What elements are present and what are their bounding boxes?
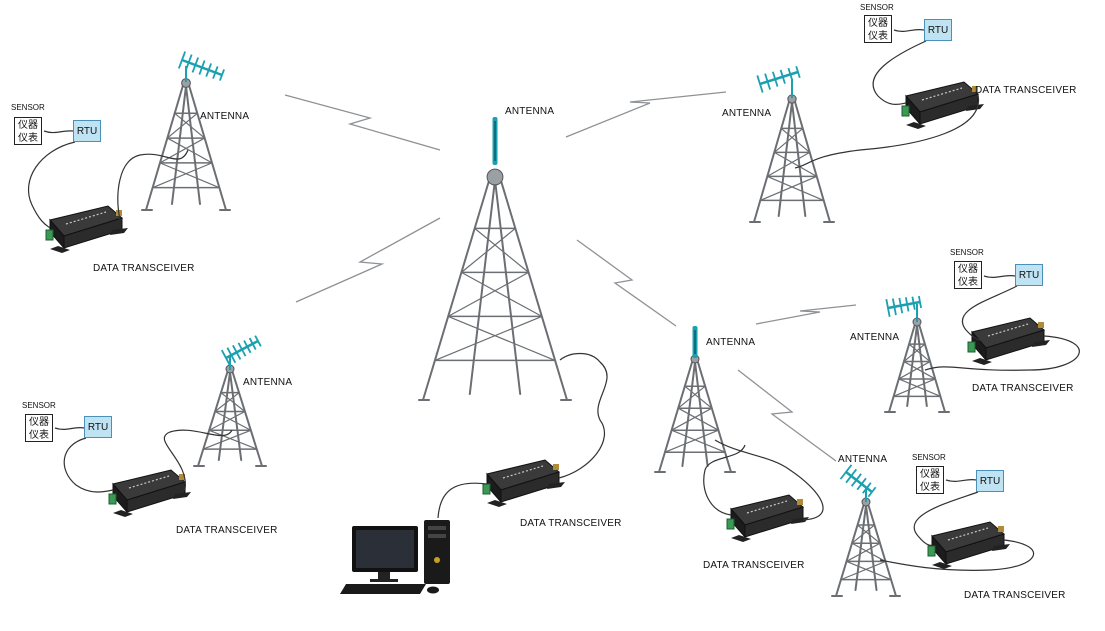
antenna-label-far-right-lower: ANTENNA <box>838 454 888 465</box>
data-transceiver-icon <box>726 494 809 542</box>
radio-link-icon <box>737 369 837 462</box>
cable <box>163 429 233 491</box>
sensor-label-top-right: SENSOR <box>860 3 894 12</box>
sensor-label-top-left: SENSOR <box>11 103 45 112</box>
antenna-label-top-left: ANTENNA <box>200 111 250 122</box>
yagi-antenna-icon <box>756 66 801 93</box>
cable <box>437 482 488 519</box>
yagi-antenna-icon <box>839 464 877 498</box>
lattice-tower-icon <box>141 78 231 211</box>
rtu-box-far-right-upper: RTU <box>1015 264 1043 286</box>
transceiver-label-far-right-upper: DATA TRANSCEIVER <box>972 383 1074 394</box>
cable <box>794 94 979 169</box>
transceiver-label-middle-right: DATA TRANSCEIVER <box>703 560 805 571</box>
instrument-box-top-right: 仪器仪表 <box>864 15 892 43</box>
radio-link-icon <box>576 239 677 327</box>
rtu-box-top-left: RTU <box>73 120 101 142</box>
cable <box>872 40 927 105</box>
radio-link-icon <box>284 94 441 151</box>
data-transceiver-icon <box>482 459 565 507</box>
cable <box>924 335 1080 371</box>
sensor-label-far-right-upper: SENSOR <box>950 248 984 257</box>
radio-link-icon <box>565 91 727 138</box>
antenna-label-bottom-left: ANTENNA <box>243 377 293 388</box>
instrument-box-top-left: 仪器仪表 <box>14 117 42 145</box>
cable <box>879 539 1035 571</box>
antenna-label-top-right: ANTENNA <box>722 108 772 119</box>
cable <box>54 426 85 431</box>
transceiver-label-far-right-lower: DATA TRANSCEIVER <box>964 590 1066 601</box>
data-transceiver-icon <box>901 81 984 129</box>
cable <box>945 478 977 483</box>
antenna-label-center: ANTENNA <box>505 106 555 117</box>
cable <box>913 491 979 546</box>
instrument-box-far-right-lower: 仪器仪表 <box>916 466 944 494</box>
transceiver-label-top-left: DATA TRANSCEIVER <box>93 263 195 274</box>
sensor-label-bottom-left: SENSOR <box>22 401 56 410</box>
yagi-antenna-icon <box>220 335 262 367</box>
cable <box>714 439 824 521</box>
cable <box>27 141 76 229</box>
data-transceiver-icon <box>927 521 1010 569</box>
data-transceiver-icon <box>45 205 128 253</box>
sensor-label-far-right-lower: SENSOR <box>912 453 946 462</box>
rtu-box-top-right: RTU <box>924 19 952 41</box>
whip-antenna-icon <box>692 326 698 358</box>
data-transceiver-icon <box>967 317 1050 365</box>
antenna-label-middle-right: ANTENNA <box>706 337 756 348</box>
lattice-tower-icon <box>749 94 835 223</box>
lattice-tower-icon <box>418 168 572 401</box>
cable <box>703 444 746 516</box>
lattice-tower-icon <box>831 497 901 597</box>
desktop-computer-icon <box>340 520 450 594</box>
cable <box>43 130 74 134</box>
cable <box>558 352 608 479</box>
lattice-tower-icon <box>193 364 267 467</box>
yagi-antenna-icon <box>885 295 922 318</box>
instrument-box-bottom-left: 仪器仪表 <box>25 414 53 442</box>
transceiver-label-center: DATA TRANSCEIVER <box>520 518 622 529</box>
whip-antenna-icon <box>492 117 498 165</box>
cable <box>961 285 1018 341</box>
radio-link-icon <box>755 304 857 325</box>
rtu-box-far-right-lower: RTU <box>976 470 1004 492</box>
cable <box>983 274 1016 279</box>
cable <box>117 149 189 221</box>
rtu-box-bottom-left: RTU <box>84 416 112 438</box>
antenna-label-far-right-upper: ANTENNA <box>850 332 900 343</box>
cable <box>63 437 114 493</box>
data-transceiver-icon <box>108 469 191 517</box>
radio-link-icon <box>295 217 441 303</box>
lattice-tower-icon <box>654 354 736 473</box>
transceiver-label-bottom-left: DATA TRANSCEIVER <box>176 525 278 536</box>
transceiver-label-top-right: DATA TRANSCEIVER <box>975 85 1077 96</box>
cable <box>893 28 925 33</box>
instrument-box-far-right-upper: 仪器仪表 <box>954 261 982 289</box>
